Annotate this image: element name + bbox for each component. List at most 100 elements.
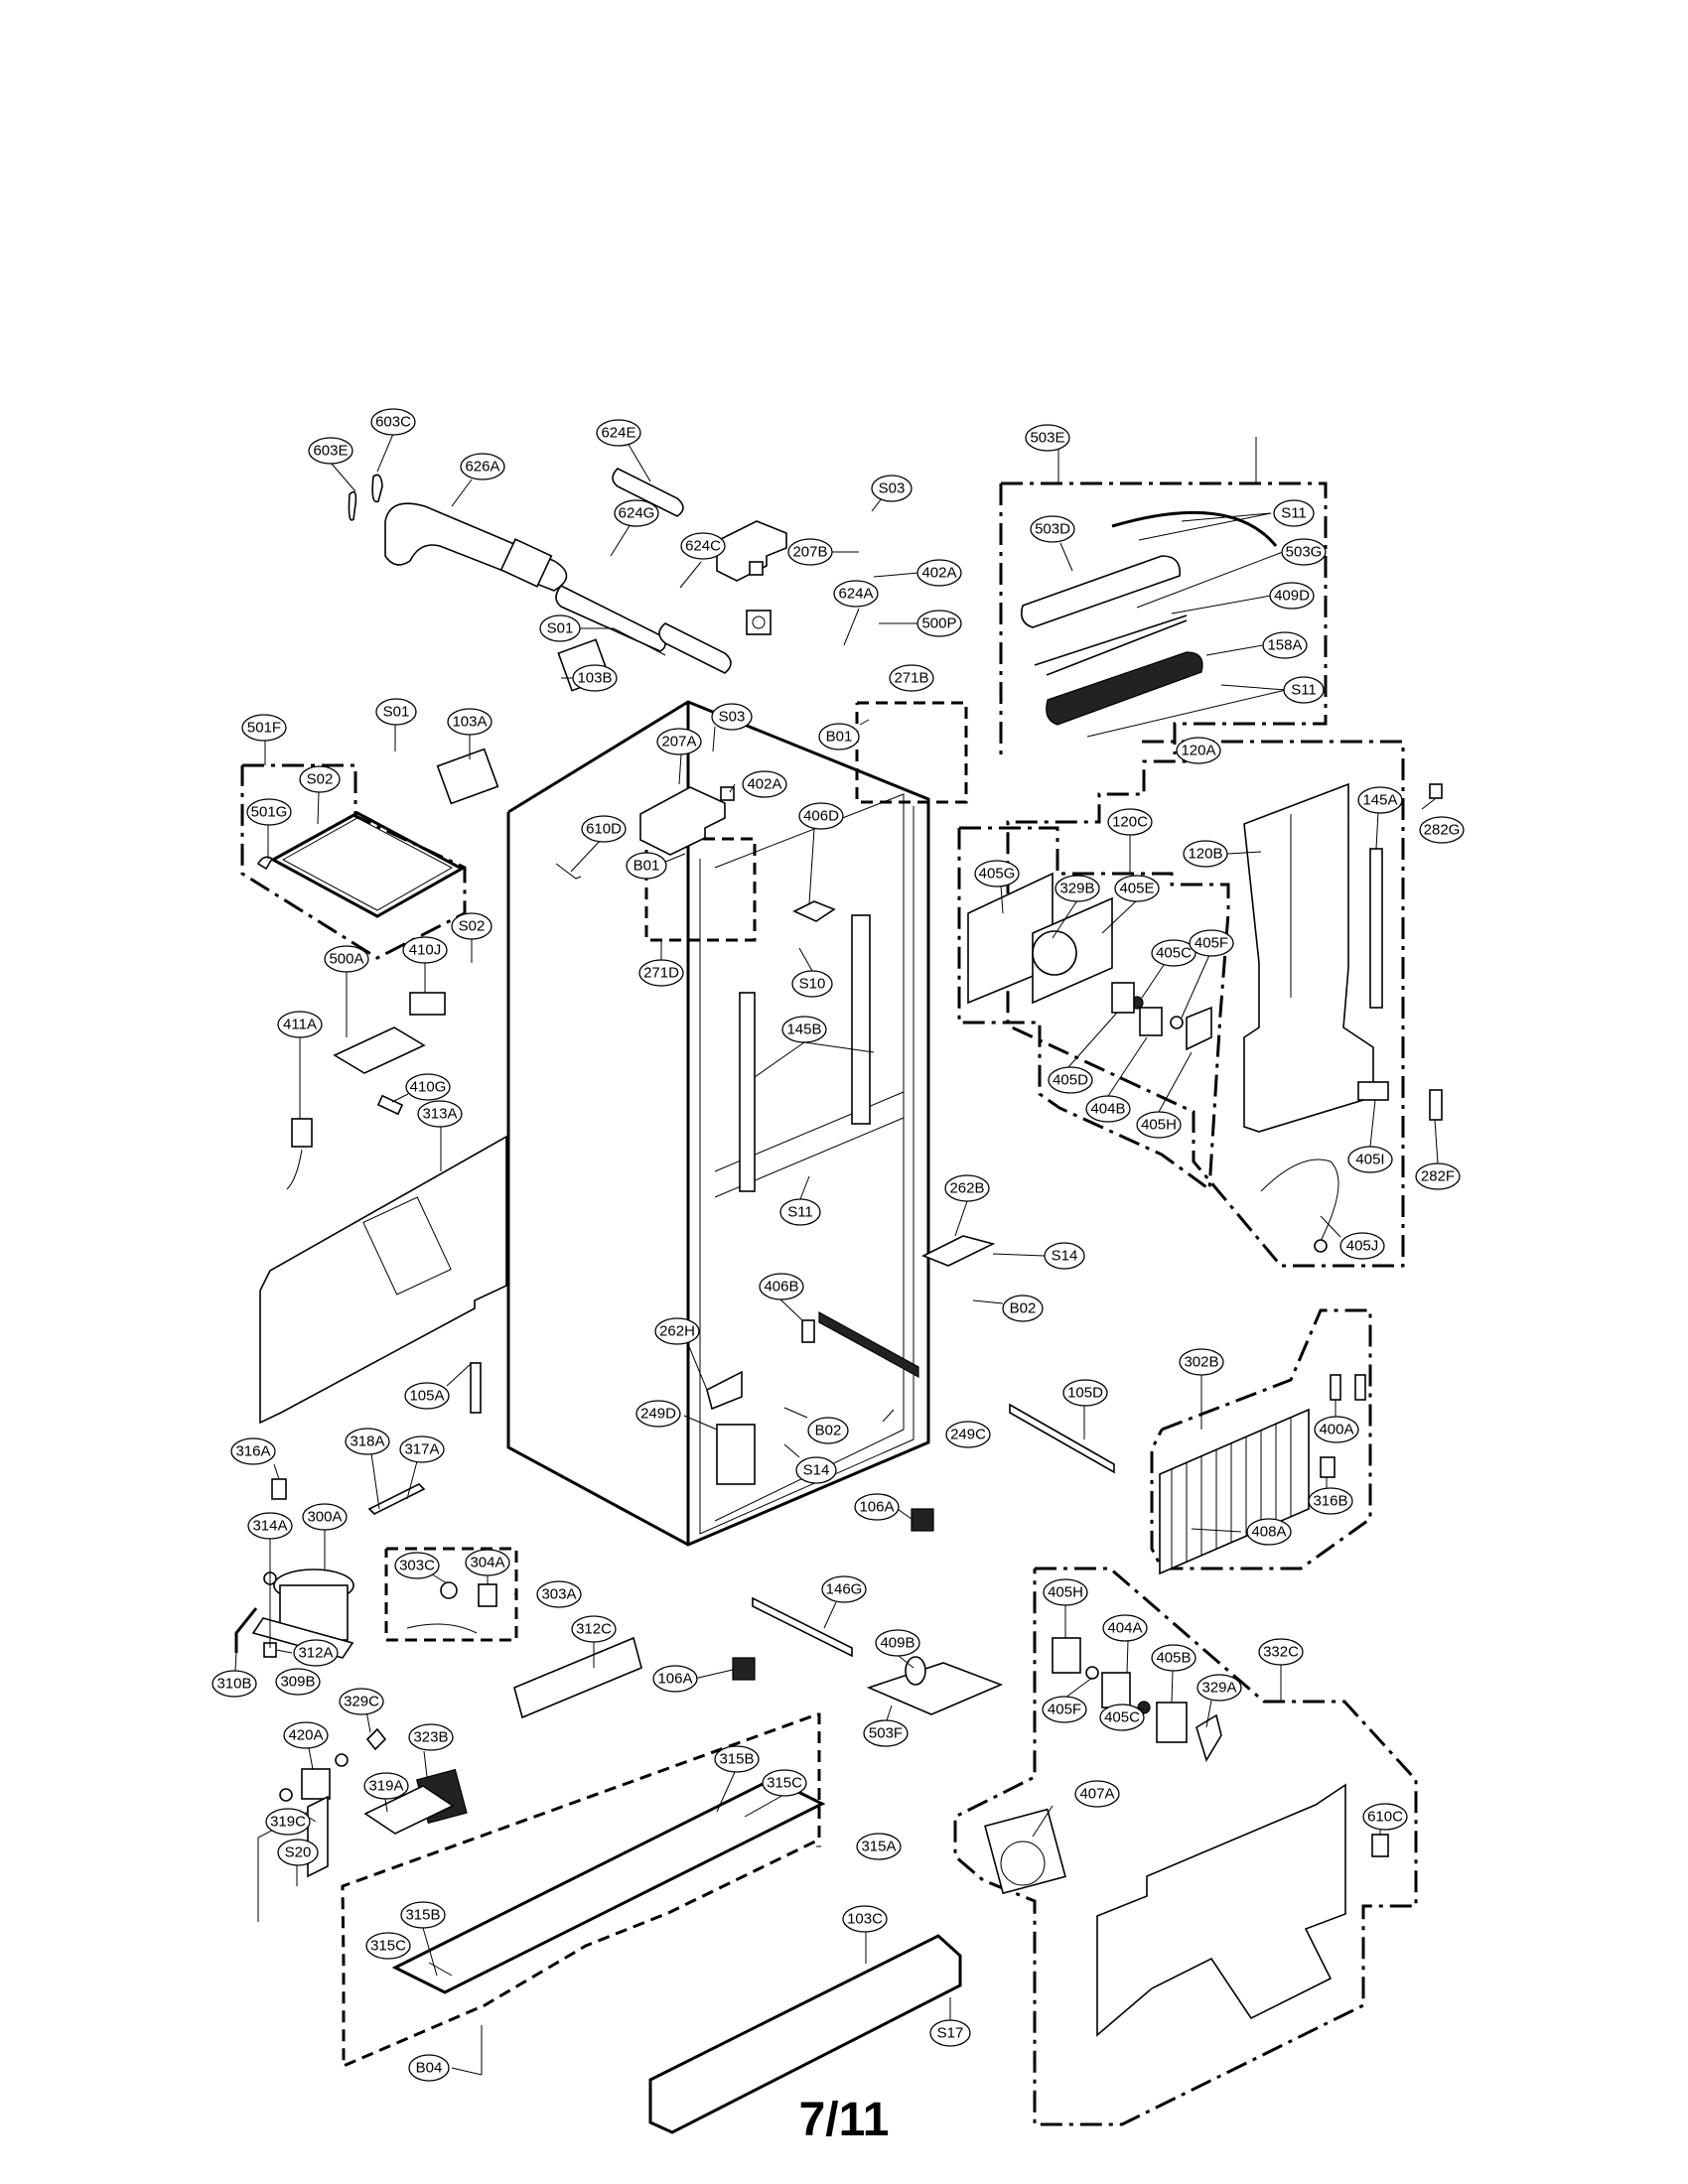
callout-313A[interactable]: 313A <box>417 1100 463 1128</box>
callout-408A[interactable]: 408A <box>1246 1518 1292 1546</box>
callout-624A[interactable]: 624A <box>833 580 879 608</box>
callout-B02-a[interactable]: B02 <box>1002 1295 1044 1322</box>
callout-303A[interactable]: 303A <box>536 1580 582 1608</box>
callout-405D[interactable]: 405D <box>1048 1066 1093 1094</box>
callout-624G[interactable]: 624G <box>614 499 659 527</box>
callout-S01-top[interactable]: S01 <box>539 614 581 642</box>
callout-304A[interactable]: 304A <box>465 1549 510 1576</box>
callout-501G[interactable]: 501G <box>246 798 292 826</box>
callout-300A[interactable]: 300A <box>302 1503 348 1531</box>
callout-405C-top[interactable]: 405C <box>1151 939 1196 967</box>
callout-500P[interactable]: 500P <box>916 610 962 637</box>
callout-S01-mid[interactable]: S01 <box>375 698 417 726</box>
callout-282G[interactable]: 282G <box>1419 816 1465 844</box>
callout-402A-top[interactable]: 402A <box>916 559 962 587</box>
callout-S03-mid[interactable]: S03 <box>711 703 753 731</box>
callout-249D[interactable]: 249D <box>635 1400 681 1428</box>
callout-410J[interactable]: 410J <box>402 936 448 964</box>
callout-310B[interactable]: 310B <box>211 1670 257 1698</box>
callout-S20[interactable]: S20 <box>277 1839 319 1866</box>
callout-120A[interactable]: 120A <box>1176 737 1221 764</box>
callout-405F-bot[interactable]: 405F <box>1042 1696 1087 1723</box>
callout-B04[interactable]: B04 <box>408 2054 450 2082</box>
callout-145A[interactable]: 145A <box>1357 786 1403 814</box>
callout-406B[interactable]: 406B <box>759 1273 804 1300</box>
callout-316B[interactable]: 316B <box>1308 1487 1353 1515</box>
callout-312C[interactable]: 312C <box>571 1615 617 1643</box>
callout-323B[interactable]: 323B <box>408 1723 454 1751</box>
callout-262B[interactable]: 262B <box>944 1174 990 1202</box>
callout-503G[interactable]: 503G <box>1281 538 1327 566</box>
callout-S17[interactable]: S17 <box>929 2019 971 2047</box>
callout-410G[interactable]: 410G <box>405 1073 451 1101</box>
callout-503D[interactable]: 503D <box>1030 515 1075 543</box>
callout-120C[interactable]: 120C <box>1107 808 1153 836</box>
callout-405F-top[interactable]: 405F <box>1189 929 1234 957</box>
callout-106A-b[interactable]: 106A <box>652 1665 698 1693</box>
callout-404A[interactable]: 404A <box>1102 1614 1148 1642</box>
callout-329C[interactable]: 329C <box>339 1688 384 1715</box>
callout-405H-bot[interactable]: 405H <box>1043 1578 1088 1606</box>
callout-309B[interactable]: 309B <box>275 1668 321 1696</box>
callout-S02-b[interactable]: S02 <box>451 912 492 940</box>
callout-S11-a[interactable]: S11 <box>1273 499 1315 527</box>
callout-S14-a[interactable]: S14 <box>1044 1242 1085 1270</box>
callout-603C[interactable]: 603C <box>370 408 416 436</box>
callout-610D[interactable]: 610D <box>581 815 627 843</box>
callout-411A[interactable]: 411A <box>277 1011 323 1038</box>
callout-103C[interactable]: 103C <box>842 1905 888 1933</box>
callout-106A-a[interactable]: 106A <box>854 1493 900 1521</box>
callout-405C-bot[interactable]: 405C <box>1099 1704 1145 1731</box>
callout-503E[interactable]: 503E <box>1025 424 1070 452</box>
callout-314A[interactable]: 314A <box>247 1512 293 1540</box>
callout-329A[interactable]: 329A <box>1196 1674 1242 1702</box>
callout-404B[interactable]: 404B <box>1085 1095 1131 1123</box>
callout-409B[interactable]: 409B <box>875 1629 920 1657</box>
callout-315B-b[interactable]: 315B <box>400 1901 446 1929</box>
callout-400A[interactable]: 400A <box>1314 1416 1359 1443</box>
callout-282F[interactable]: 282F <box>1415 1162 1461 1190</box>
callout-402A-mid[interactable]: 402A <box>742 770 787 798</box>
callout-249C[interactable]: 249C <box>945 1421 991 1448</box>
callout-S11-b[interactable]: S11 <box>1283 676 1325 704</box>
callout-409D[interactable]: 409D <box>1269 582 1315 610</box>
callout-405B[interactable]: 405B <box>1151 1644 1196 1672</box>
callout-405G[interactable]: 405G <box>974 860 1020 887</box>
callout-319A[interactable]: 319A <box>363 1772 409 1800</box>
callout-315A[interactable]: 315A <box>856 1833 902 1860</box>
callout-315B-a[interactable]: 315B <box>714 1745 760 1773</box>
callout-405E[interactable]: 405E <box>1114 875 1160 902</box>
callout-B02-b[interactable]: B02 <box>807 1417 849 1444</box>
callout-319C[interactable]: 319C <box>265 1808 311 1836</box>
callout-624C[interactable]: 624C <box>680 532 726 560</box>
callout-103B[interactable]: 103B <box>572 664 618 692</box>
callout-S11-c[interactable]: S11 <box>779 1198 821 1226</box>
callout-105D[interactable]: 105D <box>1062 1379 1108 1407</box>
callout-S02-a[interactable]: S02 <box>299 765 341 793</box>
callout-103A[interactable]: 103A <box>447 708 492 736</box>
callout-207A[interactable]: 207A <box>656 728 702 755</box>
callout-624E[interactable]: 624E <box>596 419 641 447</box>
callout-S03-top[interactable]: S03 <box>871 475 913 502</box>
callout-316A[interactable]: 316A <box>230 1437 276 1465</box>
callout-120B[interactable]: 120B <box>1183 840 1228 868</box>
callout-329B[interactable]: 329B <box>1055 875 1100 902</box>
callout-405I[interactable]: 405I <box>1347 1146 1393 1173</box>
callout-262H[interactable]: 262H <box>654 1317 700 1345</box>
callout-315C-b[interactable]: 315C <box>365 1932 411 1960</box>
callout-146G[interactable]: 146G <box>821 1575 867 1603</box>
callout-503F[interactable]: 503F <box>863 1719 909 1747</box>
callout-501F[interactable]: 501F <box>241 714 287 742</box>
callout-406D[interactable]: 406D <box>798 802 844 830</box>
callout-158A[interactable]: 158A <box>1262 631 1308 659</box>
callout-405H-top[interactable]: 405H <box>1136 1111 1182 1139</box>
callout-332C[interactable]: 332C <box>1258 1638 1304 1666</box>
callout-407A[interactable]: 407A <box>1074 1780 1120 1808</box>
callout-315C-a[interactable]: 315C <box>762 1769 807 1797</box>
callout-317A[interactable]: 317A <box>399 1435 445 1463</box>
callout-S14-b[interactable]: S14 <box>795 1456 837 1484</box>
callout-420A[interactable]: 420A <box>283 1721 329 1749</box>
callout-B01-left[interactable]: B01 <box>626 852 667 880</box>
callout-105A[interactable]: 105A <box>404 1382 450 1410</box>
callout-302B[interactable]: 302B <box>1179 1348 1224 1376</box>
